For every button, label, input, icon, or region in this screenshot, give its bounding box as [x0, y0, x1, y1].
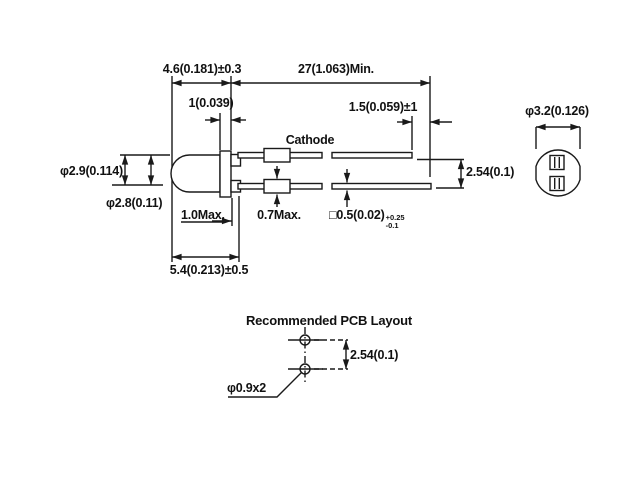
cathode-lead-bump: [230, 153, 242, 167]
cathode-label: Cathode: [285, 133, 335, 147]
dimension-flange-dia: [535, 123, 581, 149]
dim-lead-square-label: □0.5(0.02)+0.25-0.1: [329, 208, 405, 229]
dim-lead-length-label: 27(1.063)Min.: [298, 62, 374, 76]
dim-lead-square-value: □0.5(0.02): [329, 208, 385, 222]
pcb-hole-pitch-label: 2.54(0.1): [350, 348, 399, 362]
dim-body-length-label: 4.6(0.181)±0.3: [162, 62, 242, 76]
pcb-layout-title: Recommended PCB Layout: [245, 313, 413, 328]
hole-dia-leader: [228, 371, 303, 398]
dim-tip-to-seating-label: 5.4(0.213)±0.5: [169, 263, 249, 277]
cathode-standoff-tab: [263, 147, 291, 163]
cathode-lead-seg2: [331, 151, 413, 159]
flange-outline-end-view: [535, 149, 581, 197]
dim-body-dia-label: φ2.8(0.11): [106, 196, 163, 210]
pcb-hole-dia-label: φ0.9x2: [227, 381, 267, 395]
dim-lead-square-tolerance: +0.25-0.1: [385, 213, 405, 230]
dim-lead-tip-offset-label: 1.5(0.059)±1: [348, 100, 418, 114]
anode-standoff-tab: [263, 178, 291, 194]
cathode-lead-cross-section: [549, 154, 565, 171]
dimension-standoff: [181, 196, 240, 262]
dim-lead-pitch-label: 2.54(0.1): [466, 165, 515, 179]
dim-flange-thickness-label: 1(0.039): [188, 96, 234, 110]
dim-tab-label: 0.7Max.: [257, 208, 301, 222]
dimension-flange-thickness: [205, 113, 246, 150]
led-dome: [170, 154, 221, 193]
led-flange: [219, 150, 232, 198]
dim-lens-dia-label: φ2.9(0.114): [59, 164, 123, 178]
dim-flange-dia-label: φ3.2(0.126): [525, 104, 589, 118]
anode-lead-seg2: [331, 182, 432, 190]
pcb-layout-drawing: [228, 327, 350, 398]
dim-standoff-label: 1.0Max.: [181, 208, 225, 222]
dimension-lead-pitch: [417, 158, 465, 189]
dimension-lead-tip-offset: [397, 116, 452, 150]
dimension-diameters: [112, 154, 170, 186]
anode-lead-cross-section: [549, 175, 565, 192]
end-view-drawing: [535, 123, 581, 197]
